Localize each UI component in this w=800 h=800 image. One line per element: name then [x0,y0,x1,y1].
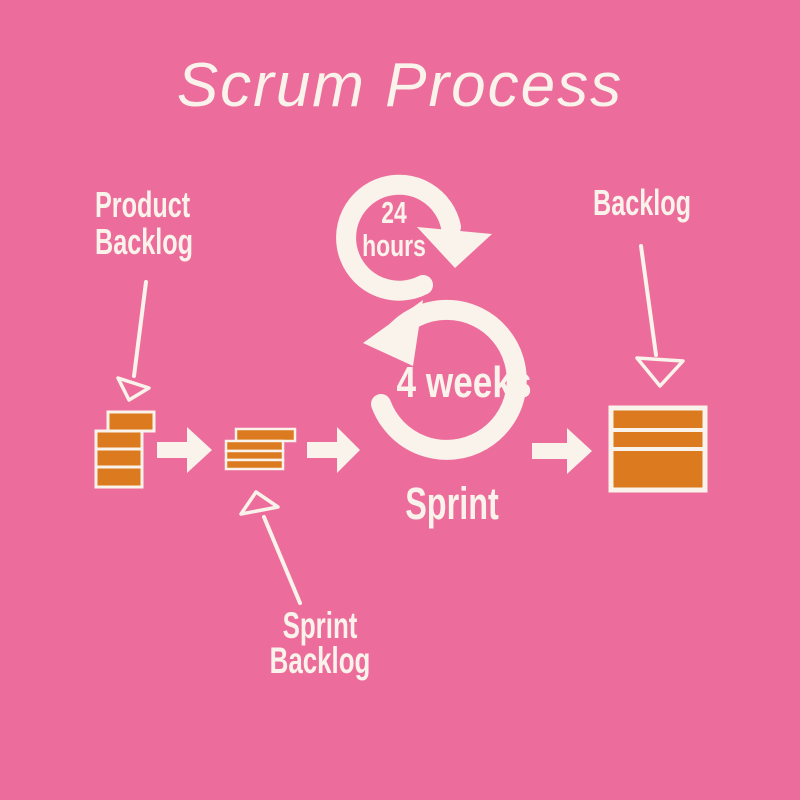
flow-arrow-1-icon [157,427,212,473]
backlog-bar [224,458,285,471]
pointer-line [639,244,658,357]
loop-arrowhead-icon [417,227,492,268]
daily-cycle-unit: hours [362,228,426,263]
flow-arrow-2-icon [307,427,360,473]
product-backlog-label: Product Backlog [95,186,193,260]
loop-arc [371,299,527,460]
diagram-title: Scrum Process [176,51,624,120]
pointer-line [132,280,148,378]
backlog-brick [94,447,144,469]
sprint-backlog-pointer-arrow [239,490,302,605]
arrowhead-icon [116,376,151,402]
product-backlog-stack [94,410,156,489]
daily-cycle-value: 24 [381,195,407,230]
loop-arrowhead-icon [363,300,423,366]
product-backlog-label-line1: Product [95,184,191,225]
product-backlog-label-line2: Backlog [95,221,194,262]
product-backlog-pointer-arrow [116,280,151,402]
backlog-bar [224,439,285,453]
backlog-bar [224,449,285,462]
daily-cycle-label: 24 hours [362,196,426,262]
pointer-line [262,515,302,605]
flow-arrow-3-icon [532,428,592,474]
arrowhead-icon [635,356,685,388]
backlog-brick [106,410,156,433]
sprint-backlog-label: Sprint Backlog [269,605,371,681]
sprint-label: Sprint [405,478,499,529]
sprint-cycle-label: 4 weeks [396,358,532,407]
sprint-backlog-label-line1: Sprint [282,605,358,646]
backlog-brick [94,465,144,489]
sprint-backlog-label-line2: Backlog [269,640,371,681]
backlog-label: Backlog [593,182,692,223]
backlog-brick [94,429,144,451]
backlog-bar [234,427,297,443]
loop-arc [336,174,461,301]
increment-box [608,405,708,493]
arrowhead-icon [239,490,280,516]
backlog-pointer-arrow [635,244,685,388]
sprint-backlog-stack [224,427,297,471]
daily-scrum-loop [336,174,492,301]
sprint-loop [363,299,527,460]
